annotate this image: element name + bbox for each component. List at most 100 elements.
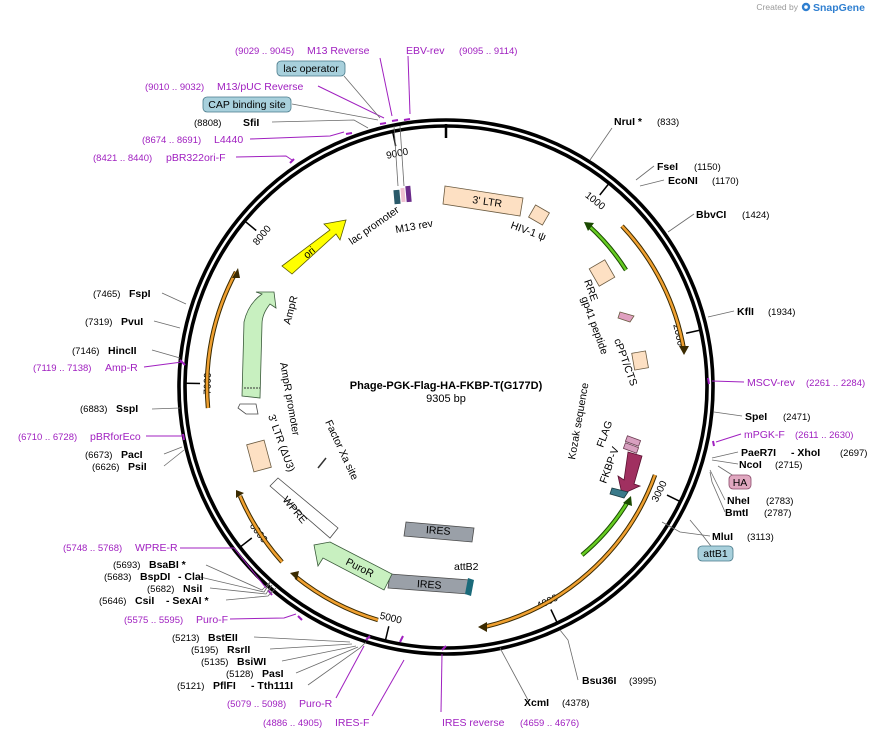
attb1-box[interactable]: attB1 [697, 545, 734, 562]
enzyme-paci[interactable]: (6673) PacI [85, 449, 143, 461]
svg-text:WPRE-R: WPRE-R [135, 542, 178, 554]
svg-text:BmtI: BmtI [725, 507, 748, 519]
svg-text:- XhoI: - XhoI [791, 447, 820, 459]
created-by-text: Created by [756, 2, 798, 12]
enzyme-fspi[interactable]: (7465) FspI [93, 288, 151, 300]
enzyme-bsabi[interactable]: (5693) BsaBI * [113, 559, 187, 571]
enzyme-bsu36i[interactable]: Bsu36I (3995) [582, 675, 656, 687]
svg-text:(7146): (7146) [72, 346, 99, 357]
attb1-feature[interactable] [609, 487, 629, 499]
primer-puro-r[interactable]: (5079 .. 5098) Puro-R [227, 698, 333, 710]
svg-text:(1150): (1150) [694, 162, 721, 173]
enzyme-fsei[interactable]: FseI (1150) [657, 161, 721, 173]
primer-mpgk-f[interactable]: mPGK-F (2611 .. 2630) [744, 429, 853, 441]
rre-feature[interactable] [588, 259, 616, 287]
primer-ebv-rev[interactable]: EBV-rev (9095 .. 9114) [406, 45, 517, 57]
cap-site-box[interactable]: CAP binding site [202, 96, 292, 113]
ori-feature[interactable] [281, 219, 347, 275]
svg-text:BspDI: BspDI [140, 571, 170, 583]
primer-pbrforeco[interactable]: (6710 .. 6728) pBRforEco [18, 431, 141, 443]
tick-label-1000: 1000 [583, 190, 608, 213]
svg-text:mPGK-F: mPGK-F [744, 429, 785, 441]
factor-xa-feature[interactable] [317, 457, 327, 469]
primer-puro-f[interactable]: (5575 .. 5595) Puro-F [124, 614, 228, 626]
ampr-feature[interactable] [241, 291, 277, 399]
svg-text:M13 Reverse: M13 Reverse [307, 45, 370, 57]
enzyme-kfli[interactable]: KflI (1934) [737, 306, 795, 318]
enzyme-hincii[interactable]: (7146) HincII [72, 345, 137, 357]
enzyme-nhei[interactable]: NheI (2783) [727, 495, 793, 507]
primer-ires-reverse[interactable]: IRES reverse (4659 .. 4676) [442, 717, 579, 729]
attb2-feature[interactable] [465, 578, 474, 596]
ha-box[interactable]: HA [728, 474, 752, 490]
svg-text:(6883): (6883) [80, 404, 107, 415]
svg-text:NsiI: NsiI [183, 583, 202, 595]
tick-label-8000: 8000 [251, 223, 274, 247]
svg-text:XcmI: XcmI [524, 697, 549, 709]
lac-inner-leader-2 [393, 125, 399, 187]
enzyme-nrui[interactable]: NruI * (833) [614, 116, 679, 128]
primer-m13-reverse[interactable]: (9029 .. 9045) M13 Reverse [235, 45, 370, 57]
enzyme-bsiwi[interactable]: (5135) BsiWI [201, 656, 266, 668]
ires2-label: IRES [417, 578, 442, 592]
ires1-feature[interactable] [403, 521, 475, 543]
primer-amp-r[interactable]: (7119 .. 7138) Amp-R [33, 362, 138, 374]
enzyme-bspdi-clai[interactable]: (5683) BspDI - ClaI [104, 571, 204, 583]
gp41-feature[interactable] [617, 311, 635, 323]
fkbp-feature[interactable] [617, 451, 643, 495]
primer-l4440[interactable]: (8674 .. 8691) L4440 [142, 134, 243, 146]
primer-wpre-r[interactable]: (5748 .. 5768) WPRE-R [63, 542, 178, 554]
primer-mscv-rev[interactable]: MSCV-rev (2261 .. 2284) [747, 377, 865, 389]
svg-text:(5079 .. 5098): (5079 .. 5098) [227, 699, 286, 710]
enzyme-sfii[interactable]: (8808) SfiI [194, 117, 259, 129]
snapgene-brand: SnapGene [813, 2, 865, 14]
svg-text:PacI: PacI [121, 449, 143, 461]
enzyme-psii[interactable]: (6626) PsiI [92, 461, 147, 473]
enzyme-spei[interactable]: SpeI (2471) [745, 411, 810, 423]
puror-feature[interactable] [313, 541, 393, 591]
enzyme-xcmi[interactable]: XcmI (4378) [524, 697, 589, 709]
cppt-feature[interactable] [631, 350, 649, 371]
enzyme-mlui[interactable]: MluI (3113) [712, 531, 774, 543]
lac-cluster-feature[interactable] [393, 185, 412, 205]
primer-m13-puc-reverse[interactable]: (9010 .. 9032) M13/pUC Reverse [145, 81, 304, 93]
enzyme-ncoi[interactable]: NcoI (2715) [739, 459, 802, 471]
enzyme-econi[interactable]: EcoNI (1170) [668, 175, 739, 187]
ampr-promoter-feature[interactable] [237, 403, 259, 415]
primer-marks [179, 118, 715, 651]
three-ltr-feature[interactable] [442, 185, 524, 217]
enzyme-csii-sexai[interactable]: (5646) CsiI - SexAI * [99, 595, 210, 607]
ampr-label: AmpR [281, 294, 300, 326]
enzyme-sspi[interactable]: (6883) SspI [80, 403, 138, 415]
enzyme-pflfi-tth111i[interactable]: (5121) PflFI - Tth111I [177, 680, 293, 692]
flag-feature[interactable] [624, 435, 642, 447]
primer-ires-f[interactable]: (4886 .. 4905) IRES-F [263, 717, 369, 729]
factor-xa-label: Factor Xa site [322, 418, 360, 482]
svg-text:(3995): (3995) [629, 676, 656, 687]
three-ltr-label: 3' LTR [472, 194, 504, 210]
svg-text:(5128): (5128) [226, 669, 253, 680]
enzyme-pasi[interactable]: (5128) PasI [226, 668, 284, 680]
enzyme-bmti[interactable]: BmtI (2787) [725, 507, 791, 519]
svg-text:Puro-R: Puro-R [299, 698, 333, 710]
ha-feature[interactable] [622, 442, 640, 454]
lac-operator-box[interactable]: lac operator [276, 60, 346, 77]
svg-text:PsiI: PsiI [128, 461, 147, 473]
enzyme-bbvci[interactable]: BbvCI (1424) [696, 209, 769, 221]
enzyme-rsrii[interactable]: (5195) RsrII [191, 644, 250, 656]
wpre-feature[interactable] [269, 477, 339, 539]
gp41-label: gp41 peptide [578, 295, 610, 356]
enzyme-nsii[interactable]: (5682) NsiI [147, 583, 202, 595]
primer-pbr322ori-f[interactable]: (8421 .. 8440) pBR322ori-F [93, 152, 226, 164]
svg-text:(5693): (5693) [113, 560, 140, 571]
svg-text:(8421 .. 8440): (8421 .. 8440) [93, 153, 152, 164]
ltr-u3-feature[interactable] [246, 439, 272, 473]
enzyme-pvui[interactable]: (7319) PvuI [85, 316, 143, 328]
svg-text:EBV-rev: EBV-rev [406, 45, 445, 57]
svg-text:(1424): (1424) [742, 210, 769, 221]
svg-text:BbvCI: BbvCI [696, 209, 726, 221]
svg-text:(7465): (7465) [93, 289, 120, 300]
enzyme-bsteii[interactable]: (5213) BstEII [172, 632, 238, 644]
enzyme-paer7i-xhoi[interactable]: PaeR7I - XhoI (2697) [741, 447, 867, 459]
